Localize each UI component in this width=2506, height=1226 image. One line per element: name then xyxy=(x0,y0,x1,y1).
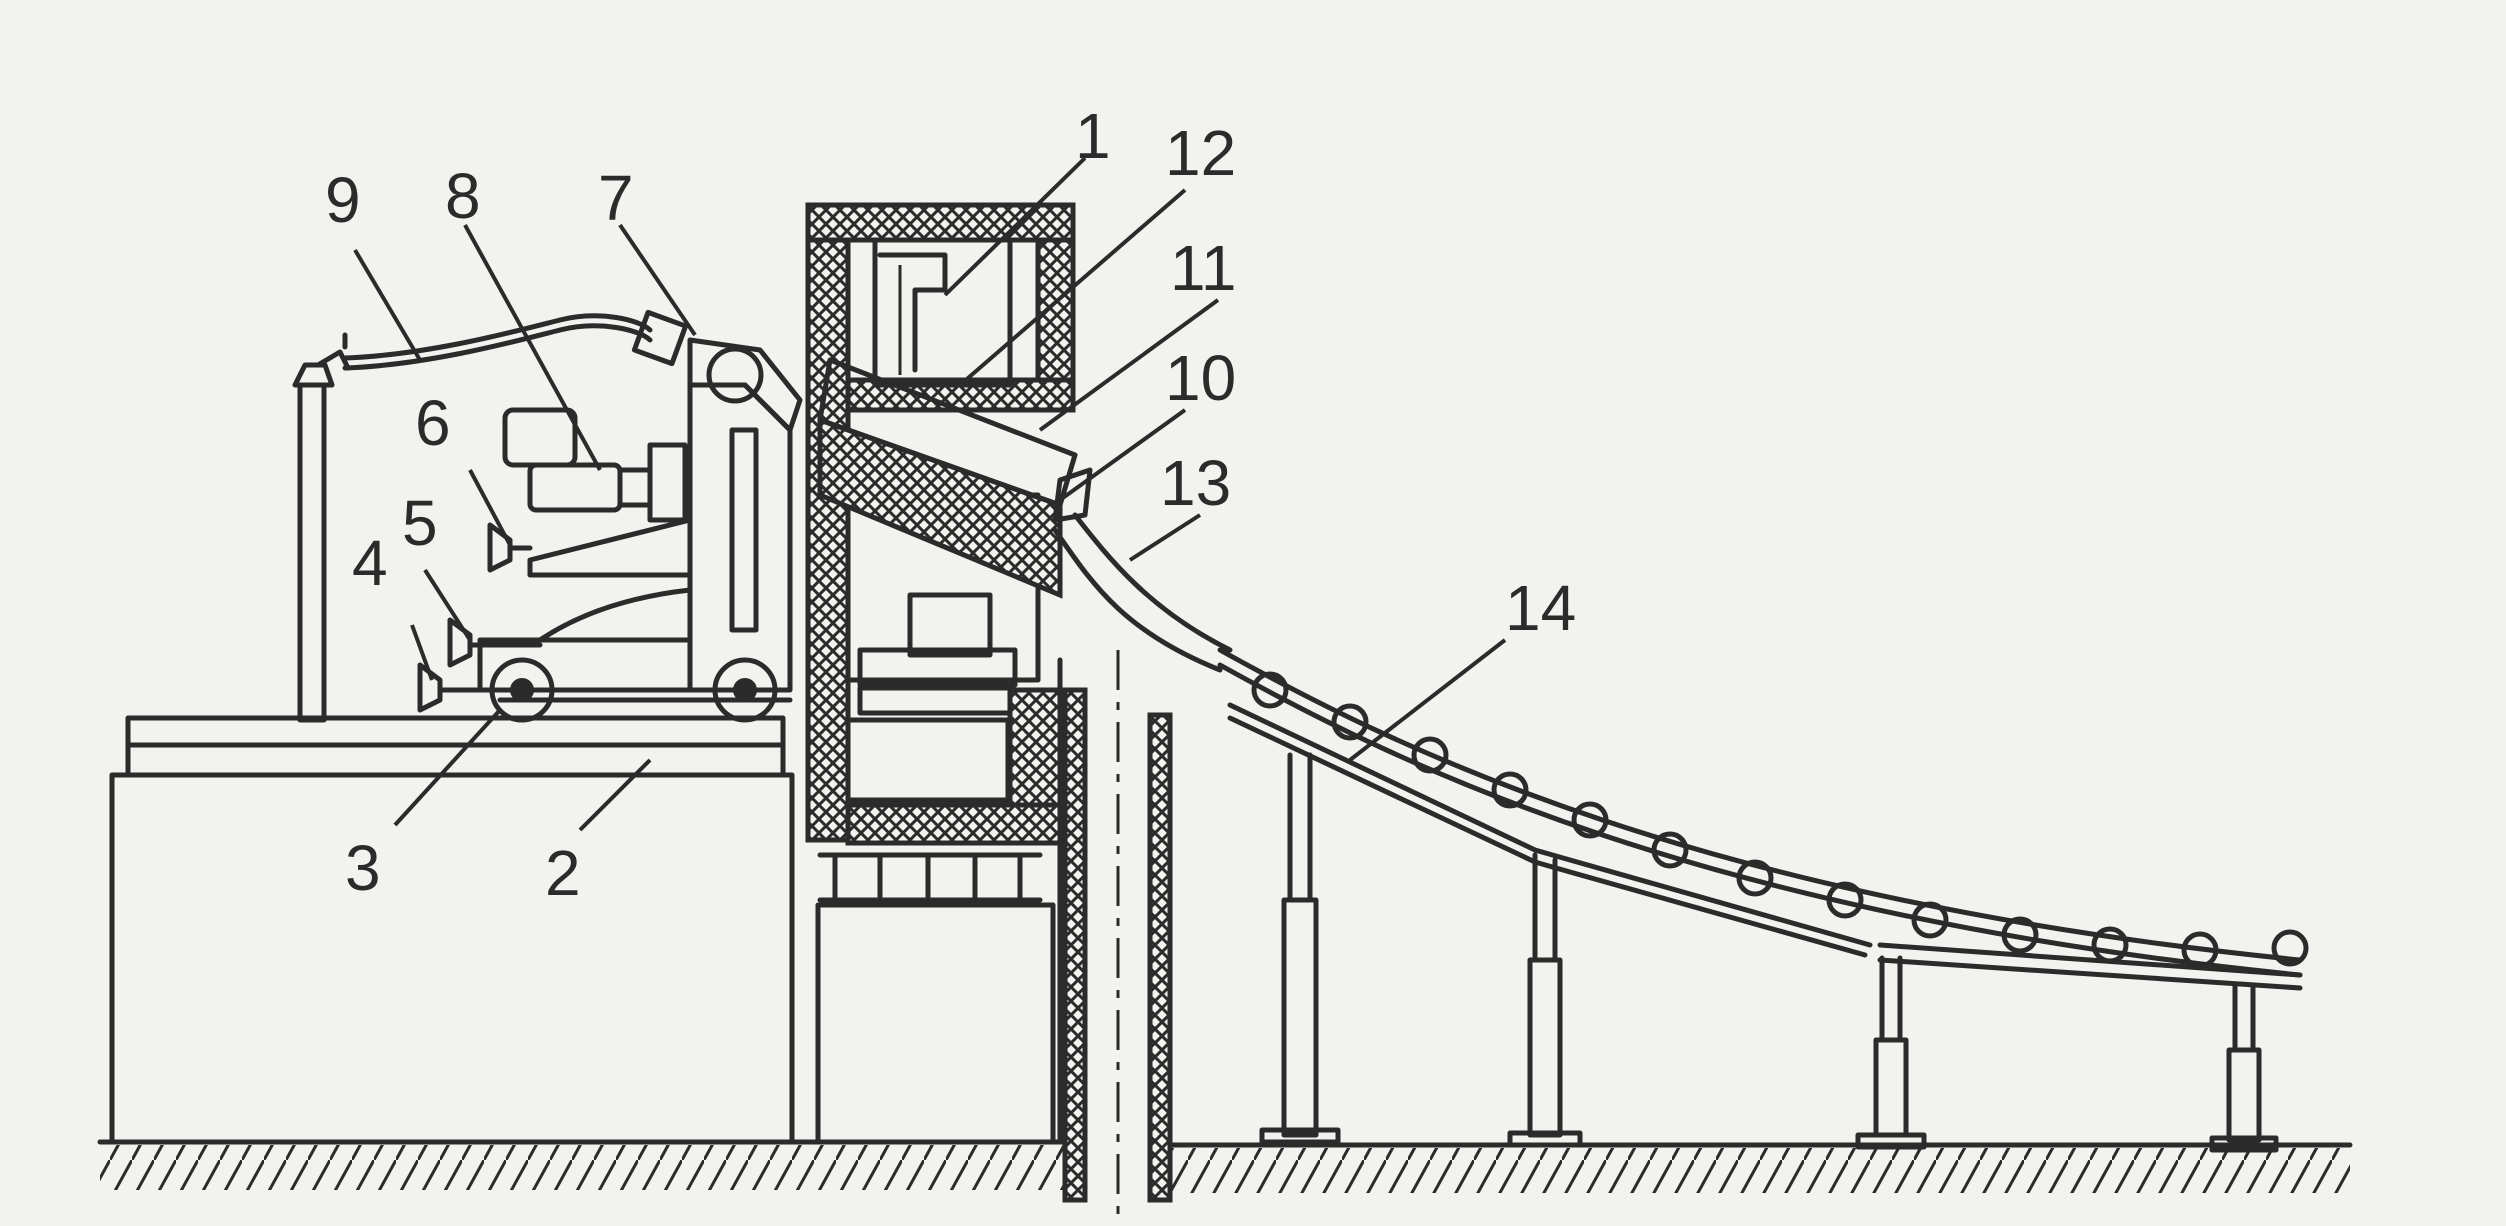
platform-base xyxy=(109,715,795,1145)
roller-conveyor xyxy=(1217,647,2309,1153)
conveyor-rollers xyxy=(1251,671,2309,969)
hose xyxy=(342,313,653,361)
chute-tube xyxy=(817,357,1093,599)
callout-1: 1 xyxy=(1075,100,1111,172)
callout-11: 11 xyxy=(1170,232,1236,304)
conveyor-supports xyxy=(1259,752,2279,1153)
leader-lines xyxy=(353,156,1507,832)
callout-3: 3 xyxy=(345,832,381,904)
ground xyxy=(97,1139,2353,1193)
handwheel-6 xyxy=(487,522,533,573)
callout-6: 6 xyxy=(415,387,451,459)
callout-10: 10 xyxy=(1165,342,1236,414)
callout-14: 14 xyxy=(1505,572,1576,644)
callout-7: 7 xyxy=(598,162,634,234)
callout-2: 2 xyxy=(545,837,581,909)
discharge-trough xyxy=(1072,512,1233,653)
carriage xyxy=(477,382,793,703)
duct xyxy=(1062,650,1173,1226)
callout-13: 13 xyxy=(1160,447,1231,519)
furnace-structure xyxy=(805,202,1076,1145)
wheel-right xyxy=(712,657,778,723)
callout-4: 4 xyxy=(352,527,388,599)
gun-head xyxy=(631,309,803,433)
handwheel-4 xyxy=(417,662,495,713)
motor xyxy=(502,407,688,523)
callout-9: 9 xyxy=(325,164,361,236)
pipe-post xyxy=(292,332,351,723)
callout-5: 5 xyxy=(402,487,438,559)
callout-labels: 1 12 11 10 13 14 7 8 9 6 5 4 3 2 xyxy=(325,100,1576,909)
callout-8: 8 xyxy=(445,160,481,232)
callout-12: 12 xyxy=(1165,117,1236,189)
